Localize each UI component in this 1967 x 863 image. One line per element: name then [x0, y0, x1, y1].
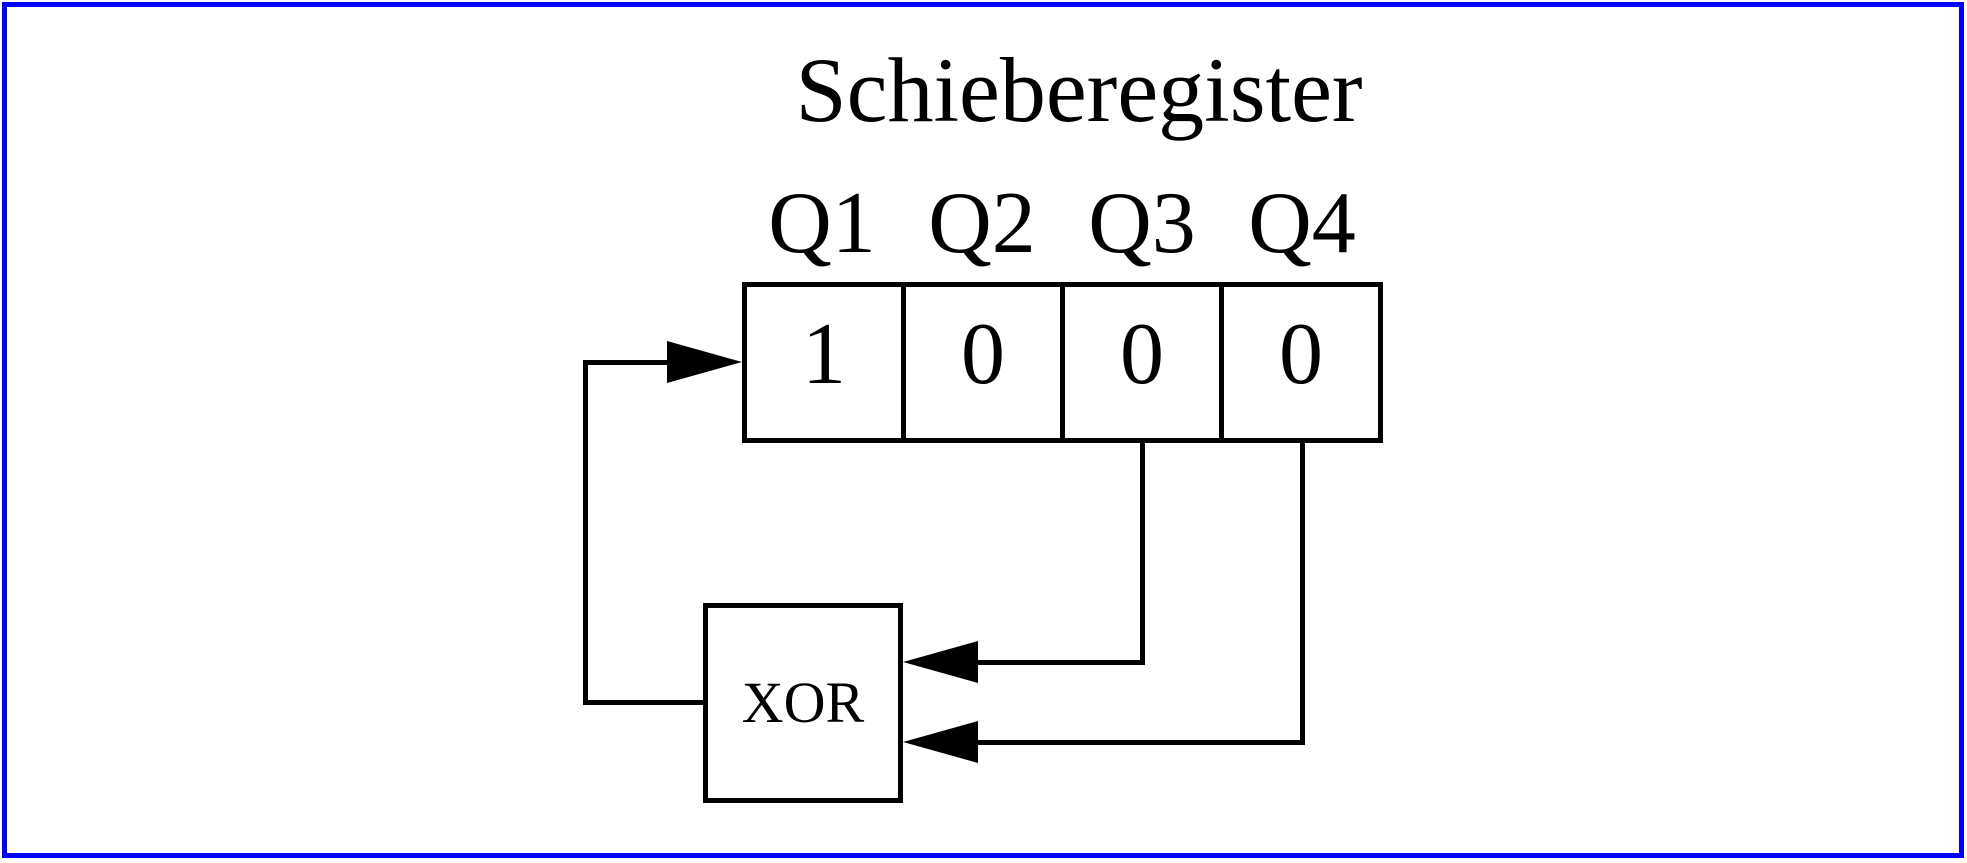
register-cell-label-q3: Q3: [1088, 175, 1196, 272]
shift-register-box: 1 0 0 0: [742, 282, 1383, 443]
register-cell-label-q1: Q1: [768, 175, 876, 272]
arrowhead-q4-into-xor-icon: [903, 721, 978, 763]
xor-gate-label: XOR: [741, 670, 865, 735]
wire-q4-tap-vertical: [1300, 438, 1305, 745]
wire-q3-tap-vertical: [1140, 438, 1145, 665]
wire-feedback-to-xor: [583, 700, 703, 705]
register-cell-label-q2: Q2: [928, 175, 1036, 272]
register-cell-q4: 0: [1219, 287, 1378, 438]
register-cell-value-q2: 0: [961, 305, 1005, 403]
wire-q4-tap-horizontal: [975, 740, 1305, 745]
wire-feedback-vertical: [583, 360, 588, 705]
register-cell-q1: 1: [747, 287, 901, 438]
register-cell-label-q4: Q4: [1248, 175, 1356, 272]
register-cell-value-q4: 0: [1279, 305, 1323, 403]
wire-feedback-into-q1: [583, 360, 675, 365]
arrowhead-into-q1-icon: [667, 341, 742, 383]
register-cell-value-q3: 0: [1120, 305, 1164, 403]
register-cell-value-q1: 1: [802, 305, 846, 403]
register-cell-q3: 0: [1060, 287, 1219, 438]
arrowhead-q3-into-xor-icon: [903, 641, 978, 683]
diagram-title: Schieberegister: [795, 38, 1363, 141]
wire-q3-tap-horizontal: [975, 660, 1145, 665]
xor-gate-box: XOR: [703, 603, 903, 803]
register-cell-q2: 0: [901, 287, 1060, 438]
